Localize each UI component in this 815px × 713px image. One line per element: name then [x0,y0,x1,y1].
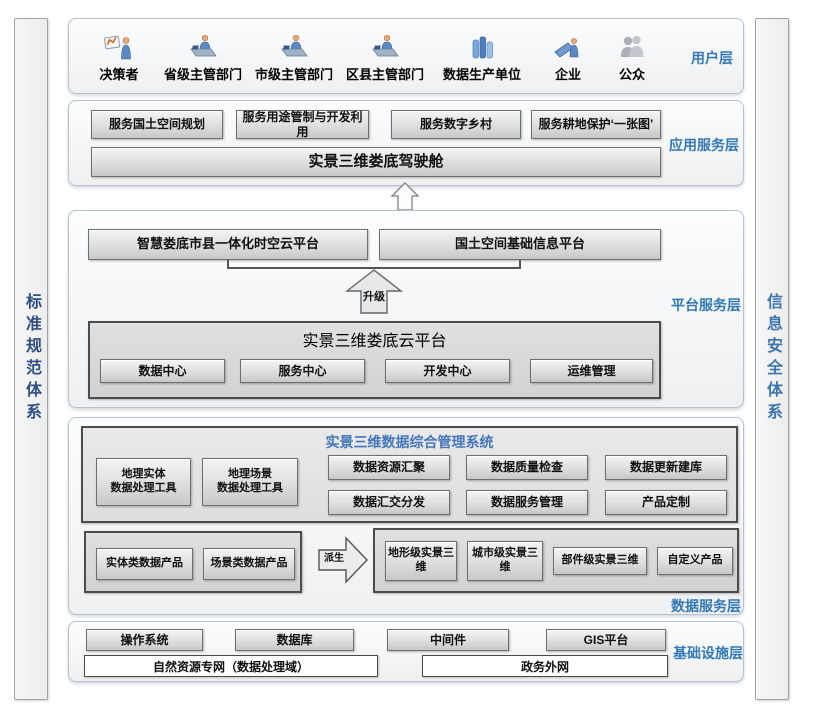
network-box: 政务外网 [422,655,668,677]
platform-layer-label: 平台服务层 [671,297,741,313]
user-item-provincial-dept: 省级主管部门 [155,27,251,83]
platform-box: 智慧娄底市县一体化时空云平台 [88,229,368,260]
derived-products-box: 地形级实景三维 城市级实景三维 部件级实景三维 自定义产品 [373,528,739,593]
department-desk-icon [370,27,400,61]
user-item-label: 省级主管部门 [163,67,242,82]
tool-box-line1: 地理实体 [121,468,166,481]
product-box: 实体类数据产品 [96,548,193,580]
service-box: 服务耕地保护‘一张图’ [531,110,661,139]
function-box: 数据服务管理 [466,490,588,515]
derive-arrow-label: 派生 [324,553,344,564]
function-box: 数据资源汇聚 [328,455,450,480]
public-people-icon [618,27,646,61]
cloud-platform-title: 实景三维娄底云平台 [302,333,447,350]
user-item-decision-maker: 决策者 [71,27,167,83]
network-box: 自然资源专网（数据处理域） [84,655,378,677]
derived-product-box: 地形级实景三维 [385,541,457,581]
data-layer-label: 数据服务层 [671,598,741,614]
user-item-label: 决策者 [99,67,139,82]
cloud-module-box: 开发中心 [385,359,510,383]
cloud-module-box: 运维管理 [530,359,653,383]
infra-box: 操作系统 [86,629,203,651]
security-system-label: 信息安全体系 [764,293,781,425]
infra-box: GIS平台 [546,629,666,651]
application-layer-label: 应用服务层 [669,137,739,153]
user-item-label: 数据生产单位 [442,67,521,82]
platform-service-layer: 智慧娄底市县一体化时空云平台 国土空间基础信息平台 升级 实景三维娄底云平台 数… [68,210,744,408]
source-products-box: 实体类数据产品 场景类数据产品 [84,531,302,593]
infrastructure-layer-label: 基础设施层 [673,645,743,661]
cloud-module-box: 服务中心 [240,359,365,383]
cloud-module-box: 数据中心 [100,359,225,383]
data-management-system-box: 实景三维数据综合管理系统 地理实体 数据处理工具 地理场景 数据处理工具 数据资… [81,426,738,523]
function-box: 数据更新建库 [605,455,727,480]
derive-arrow [318,536,368,584]
data-producer-icon [469,27,495,61]
user-layer-label: 用户层 [691,50,733,66]
platform-box: 国土空间基础信息平台 [379,229,661,260]
upgrade-arrow-label: 升级 [363,291,385,303]
application-service-layer: 服务国土空间规划 服务用途管制与开发利用 服务数字乡村 服务耕地保护‘一张图’ … [68,100,744,186]
derived-product-box: 部件级实景三维 [553,547,647,575]
security-system-bar: 信息安全体系 [755,18,789,700]
department-desk-icon [188,27,218,61]
standards-system-bar: 标准规范体系 [14,18,48,700]
service-box: 服务国土空间规划 [91,110,223,139]
service-box: 服务数字乡村 [391,110,521,139]
tool-box: 地理场景 数据处理工具 [202,458,298,506]
infra-box: 中间件 [387,629,509,651]
derived-product-box: 城市级实景三维 [467,541,543,581]
user-item-public: 公众 [584,27,680,83]
tool-box: 地理实体 数据处理工具 [96,458,191,506]
data-management-system-title: 实景三维数据综合管理系统 [325,434,494,450]
enterprise-icon [553,27,583,61]
service-box: 服务用途管制与开发利用 [236,110,369,139]
product-box: 场景类数据产品 [203,548,295,580]
user-layer: 决策者 省级主管部门 市级主 [68,18,744,94]
function-box: 数据汇交分发 [328,490,450,515]
cloud-platform-box: 实景三维娄底云平台 数据中心 服务中心 开发中心 运维管理 [88,321,661,399]
user-item-label: 区县主管部门 [345,67,424,82]
tool-box-line2: 数据处理工具 [217,482,283,494]
user-item-city-dept: 市级主管部门 [246,27,342,83]
department-desk-icon [279,27,309,61]
up-arrow [390,182,420,211]
data-service-layer: 实景三维数据综合管理系统 地理实体 数据处理工具 地理场景 数据处理工具 数据资… [68,417,744,615]
function-box: 产品定制 [605,490,727,515]
user-item-enterprise: 企业 [520,27,616,83]
derived-product-box: 自定义产品 [657,547,733,575]
infrastructure-layer: 操作系统 数据库 中间件 GIS平台 自然资源专网（数据处理域） 政务外网 基础… [68,621,744,682]
function-box: 数据质量检查 [466,455,588,480]
user-item-label: 公众 [618,67,645,82]
tool-box-line2: 数据处理工具 [110,482,177,494]
standards-system-label: 标准规范体系 [23,293,40,425]
user-item-data-producer: 数据生产单位 [434,27,530,83]
user-item-label: 市级主管部门 [254,67,333,82]
tool-box-line1: 地理场景 [228,468,272,481]
user-item-label: 企业 [554,67,581,82]
user-item-county-dept: 区县主管部门 [337,27,433,83]
presenter-icon [104,27,134,61]
infra-box: 数据库 [235,629,354,651]
cockpit-box: 实景三维娄底驾驶舱 [91,147,661,177]
